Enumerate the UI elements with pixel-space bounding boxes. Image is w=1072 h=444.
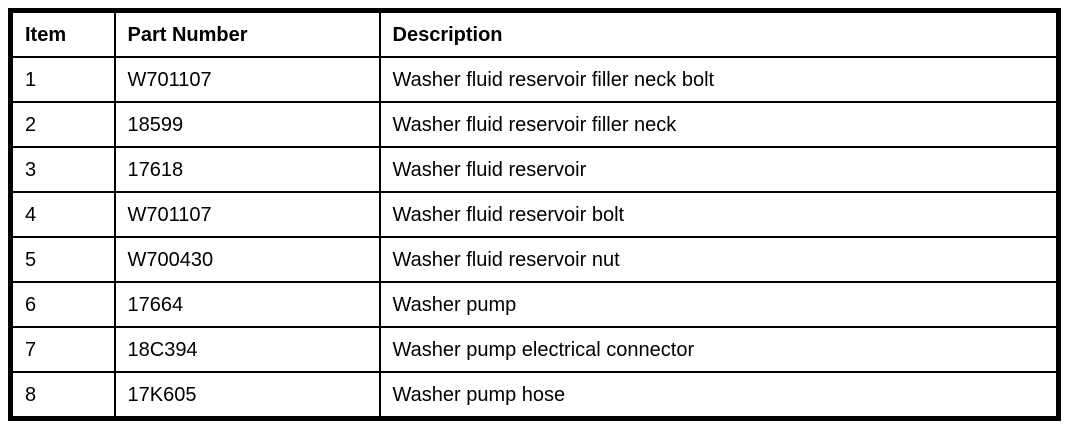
parts-table-container: Item Part Number Description 1 W701107 W… — [8, 8, 1061, 421]
item-cell: 4 — [9, 191, 116, 238]
item-cell: 8 — [9, 371, 116, 420]
table-row: 4 W701107 Washer fluid reservoir bolt — [9, 191, 1060, 238]
part-number-cell: 18599 — [113, 101, 381, 148]
item-cell: 7 — [9, 326, 116, 373]
part-number-cell: W700430 — [113, 236, 381, 283]
part-number-cell: 17K605 — [113, 371, 381, 420]
table-row: 2 18599 Washer fluid reservoir filler ne… — [9, 101, 1060, 148]
item-cell: 5 — [9, 236, 116, 283]
parts-table: Item Part Number Description 1 W701107 W… — [8, 8, 1061, 421]
table-row: 1 W701107 Washer fluid reservoir filler … — [9, 56, 1060, 103]
item-cell: 3 — [9, 146, 116, 193]
part-number-cell: W701107 — [113, 56, 381, 103]
part-number-cell: 17618 — [113, 146, 381, 193]
table-row: 6 17664 Washer pump — [9, 281, 1060, 328]
table-row: 3 17618 Washer fluid reservoir — [9, 146, 1060, 193]
column-header-part-number: Part Number — [113, 9, 381, 58]
table-row: 8 17K605 Washer pump hose — [9, 371, 1060, 420]
description-cell: Washer fluid reservoir nut — [378, 236, 1060, 283]
description-cell: Washer fluid reservoir bolt — [378, 191, 1060, 238]
description-cell: Washer fluid reservoir — [378, 146, 1060, 193]
item-cell: 2 — [9, 101, 116, 148]
description-cell: Washer fluid reservoir filler neck bolt — [378, 56, 1060, 103]
table-row: 7 18C394 Washer pump electrical connecto… — [9, 326, 1060, 373]
description-cell: Washer fluid reservoir filler neck — [378, 101, 1060, 148]
header-row: Item Part Number Description — [9, 9, 1060, 58]
column-header-item: Item — [9, 9, 116, 58]
item-cell: 1 — [9, 56, 116, 103]
description-cell: Washer pump electrical connector — [378, 326, 1060, 373]
column-header-description: Description — [378, 9, 1060, 58]
part-number-cell: 18C394 — [113, 326, 381, 373]
item-cell: 6 — [9, 281, 116, 328]
table-row: 5 W700430 Washer fluid reservoir nut — [9, 236, 1060, 283]
part-number-cell: 17664 — [113, 281, 381, 328]
description-cell: Washer pump hose — [378, 371, 1060, 420]
part-number-cell: W701107 — [113, 191, 381, 238]
description-cell: Washer pump — [378, 281, 1060, 328]
